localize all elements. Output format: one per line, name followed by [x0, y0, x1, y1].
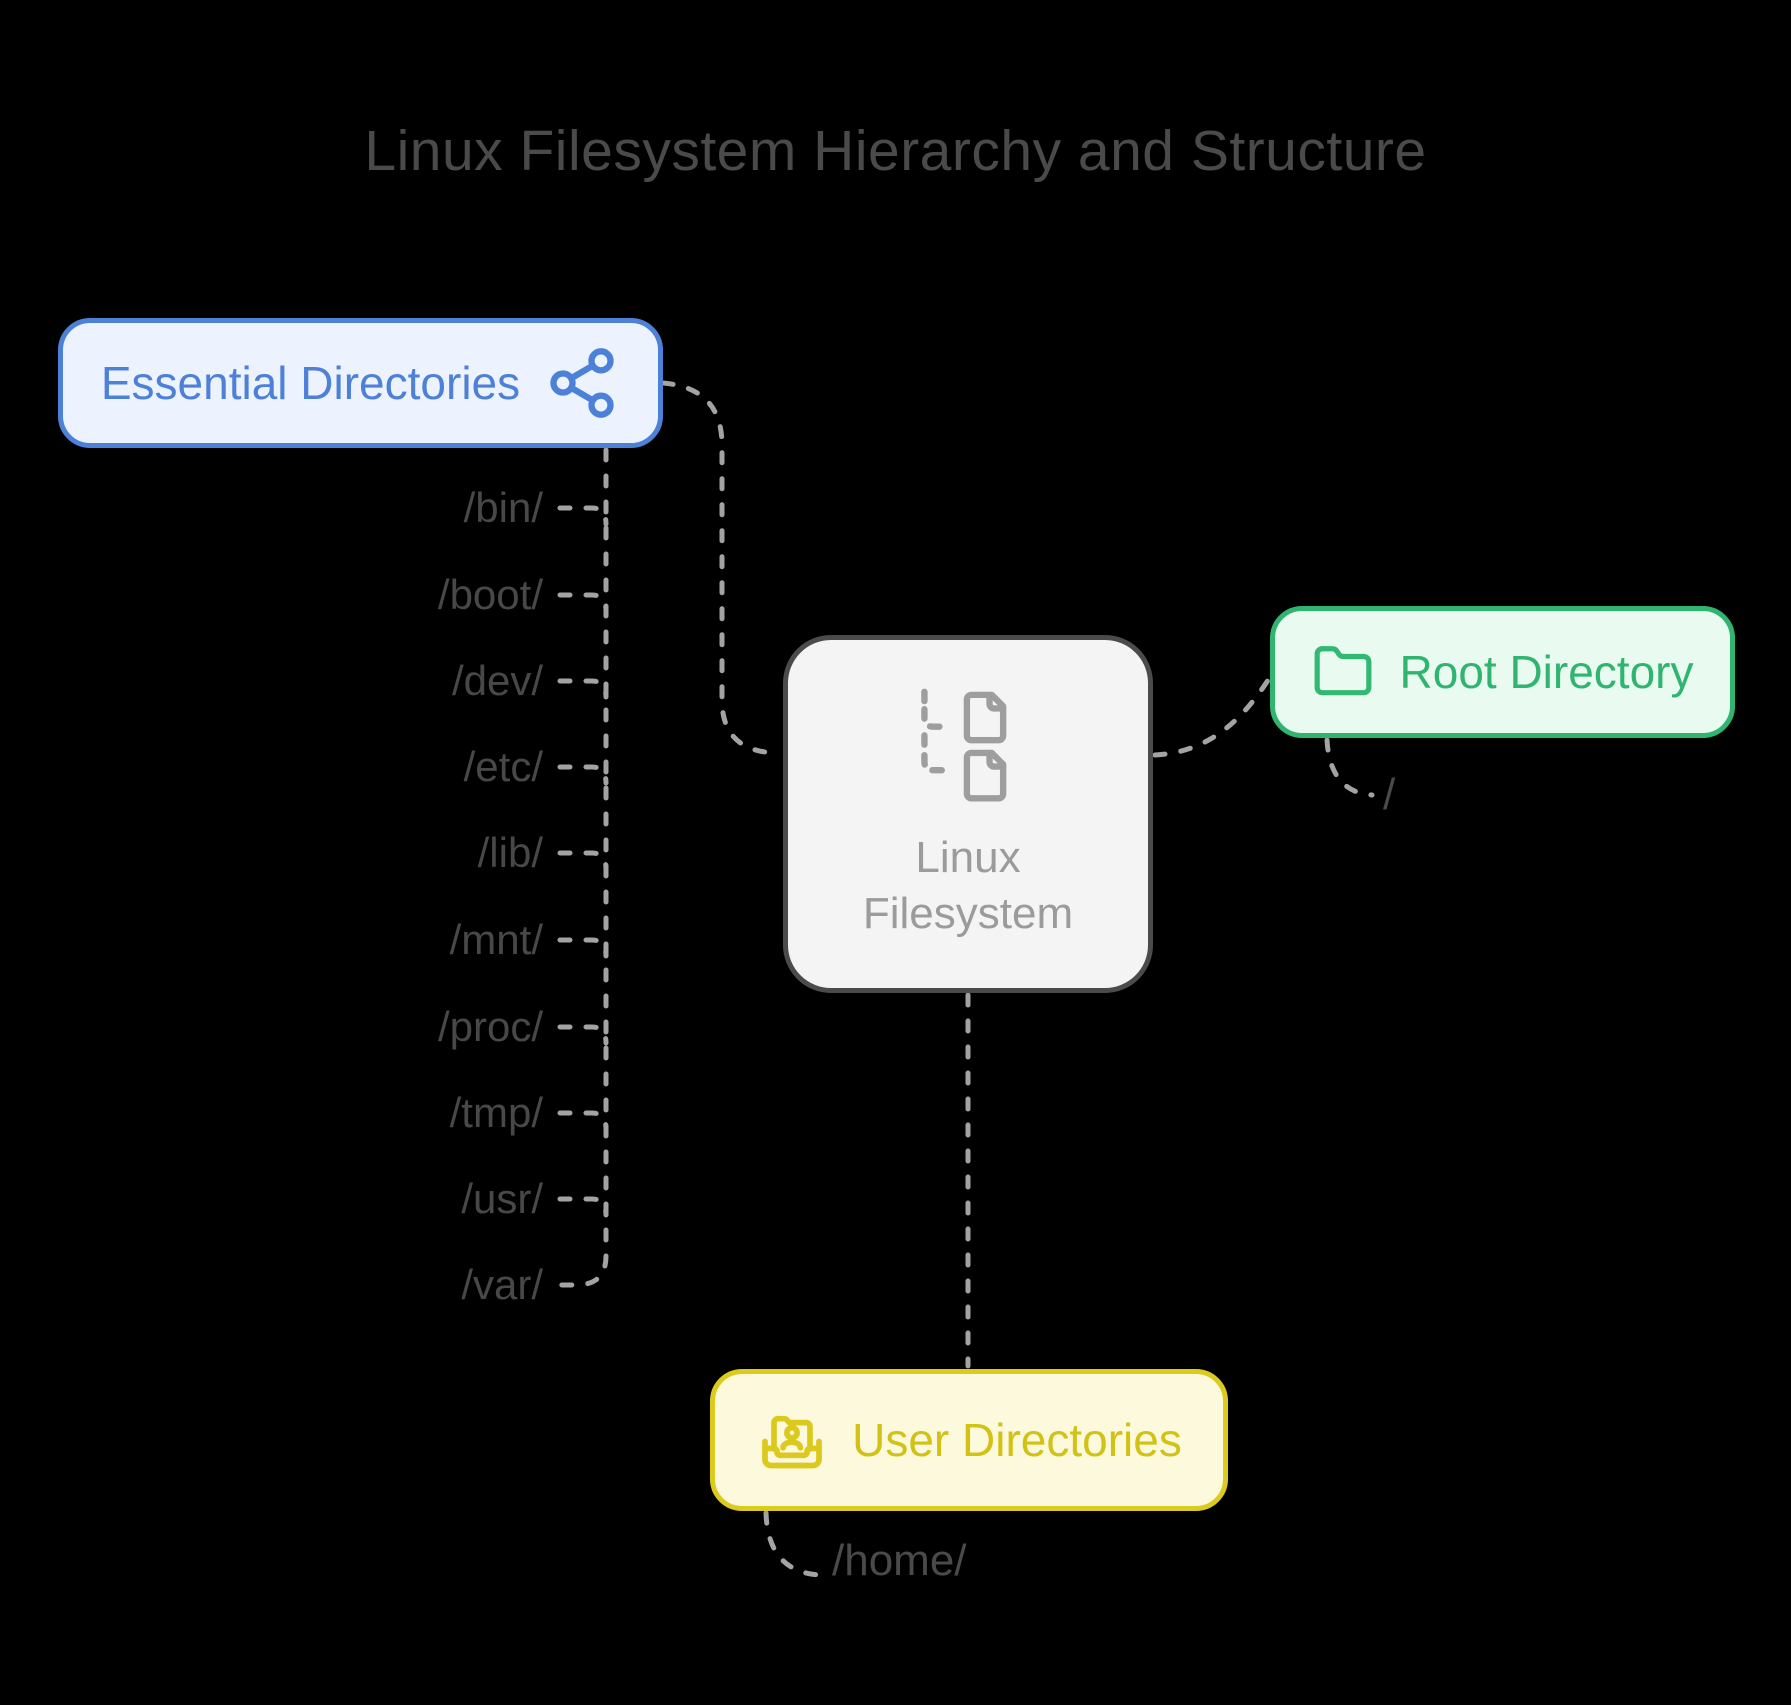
root-path-label: / — [1383, 770, 1396, 819]
node-linux-filesystem: Linux Filesystem — [783, 635, 1153, 993]
folder-icon — [1314, 646, 1371, 696]
home-path-label: /home/ — [832, 1536, 967, 1585]
node-root-directory: Root Directory — [1270, 606, 1735, 738]
connector-item-etc — [557, 764, 609, 786]
directory-label-usr: /usr/ — [461, 1175, 543, 1222]
user-folder-icon — [762, 1415, 822, 1469]
node-essential-directories: Essential Directories — [58, 318, 663, 448]
connector-essential-spine — [557, 447, 609, 1288]
directory-label-bin: /bin/ — [463, 484, 543, 531]
connector-item-bin — [557, 505, 609, 527]
connector-essential-to-center — [660, 380, 783, 756]
connector-root-to-slash — [1324, 737, 1375, 798]
directory-label-var: /var/ — [461, 1261, 543, 1308]
directory-label-proc: /proc/ — [437, 1003, 543, 1050]
file-tree-icon — [921, 688, 1007, 802]
connector-user-to-home — [763, 1510, 823, 1578]
diagram-title: Linux Filesystem Hierarchy and Structure — [364, 119, 1427, 183]
connector-center-to-root — [1152, 671, 1275, 758]
root-directory-label: Root Directory — [1399, 646, 1694, 698]
user-directories-label: User Directories — [852, 1414, 1182, 1466]
connector-item-mnt — [557, 937, 609, 959]
connector-item-dev — [557, 678, 609, 700]
directory-label-lib: /lib/ — [477, 829, 543, 876]
connector-item-tmp — [557, 1110, 609, 1132]
directory-label-boot: /boot/ — [437, 571, 543, 618]
connector-item-usr — [557, 1196, 609, 1218]
directory-label-dev: /dev/ — [451, 657, 543, 704]
connector-item-lib — [557, 850, 609, 872]
directory-label-etc: /etc/ — [463, 743, 543, 790]
node-user-directories: User Directories — [710, 1369, 1228, 1511]
share-network-icon — [550, 348, 614, 418]
directory-label-mnt: /mnt/ — [449, 916, 543, 963]
linux-filesystem-label: Linux Filesystem — [862, 833, 1074, 938]
directory-label-tmp: /tmp/ — [449, 1089, 543, 1136]
essential-directories-label: Essential Directories — [100, 357, 521, 409]
connector-item-proc — [557, 1024, 609, 1046]
connector-item-boot — [557, 592, 609, 614]
